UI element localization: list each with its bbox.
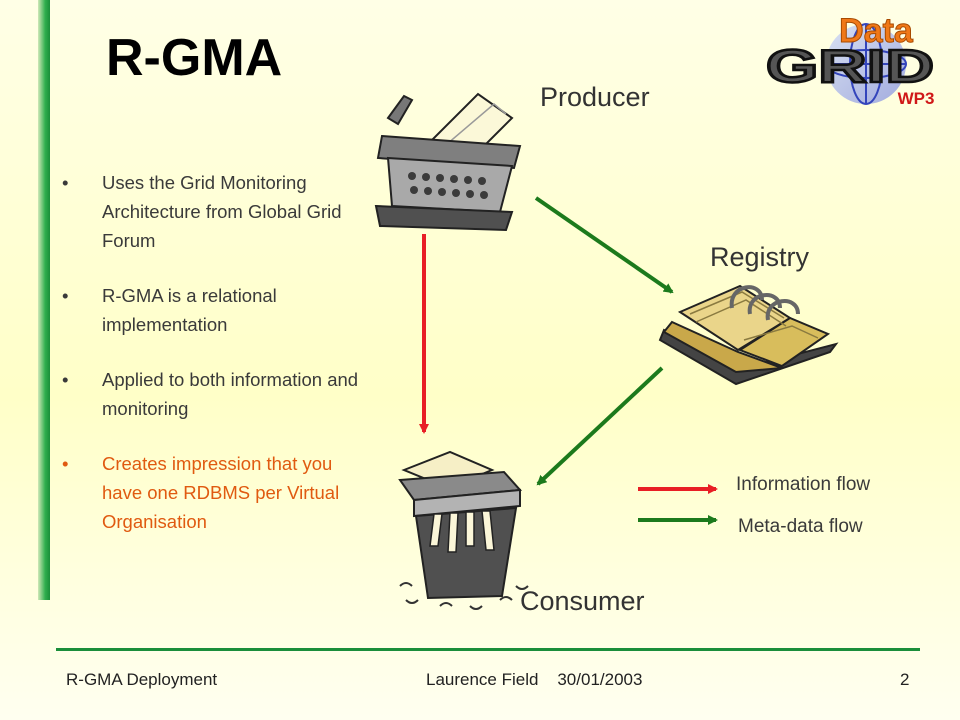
producer-label: Producer (540, 82, 650, 112)
bullet-text: R-GMA is a relational implementation (102, 285, 277, 335)
bullet-list: • Uses the Grid Monitoring Architecture … (62, 168, 362, 562)
bullet-text: Creates impression that you have one RDB… (102, 453, 340, 532)
globe-icon (825, 23, 907, 105)
logo-data-word: Data (839, 12, 914, 50)
legend-metadata-flow-label: Meta-data flow (738, 516, 863, 537)
typewriter-icon (374, 92, 522, 232)
bullet-glyph: • (62, 285, 69, 306)
footer-divider (56, 648, 920, 651)
consumer-label: Consumer (520, 586, 645, 616)
bullet-item: • Applied to both information and monito… (62, 365, 362, 423)
bullet-item: • Uses the Grid Monitoring Architecture … (62, 168, 362, 255)
bullet-glyph: • (62, 172, 69, 193)
datagrid-logo: Data GRID WP3 (765, 12, 936, 109)
bullet-item: • R-GMA is a relational implementation (62, 281, 362, 339)
paper-shredder-icon (398, 450, 529, 610)
footer-author-date: Laurence Field 30/01/2003 (426, 670, 643, 689)
side-accent-bar (38, 0, 50, 600)
metadata-flow-arrow-producer-registry (534, 196, 674, 294)
bullet-item-highlighted: • Creates impression that you have one R… (62, 449, 362, 536)
metadata-flow-arrow-registry-consumer (536, 366, 664, 486)
footer-presentation-title: R-GMA Deployment (66, 670, 218, 689)
registry-label: Registry (710, 242, 810, 272)
bullet-text: Applied to both information and monitori… (102, 369, 359, 419)
logo-wp3-badge: WP3 (898, 89, 935, 108)
legend-information-flow-label: Information flow (736, 474, 871, 495)
binder-book-icon (658, 284, 839, 386)
slide-title: R-GMA (106, 29, 283, 87)
footer-page-number: 2 (900, 670, 910, 689)
bullet-text: Uses the Grid Monitoring Architecture fr… (102, 172, 342, 251)
bullet-glyph: • (62, 453, 69, 474)
logo-grid-word: GRID (766, 40, 934, 92)
bullet-glyph: • (62, 369, 69, 390)
